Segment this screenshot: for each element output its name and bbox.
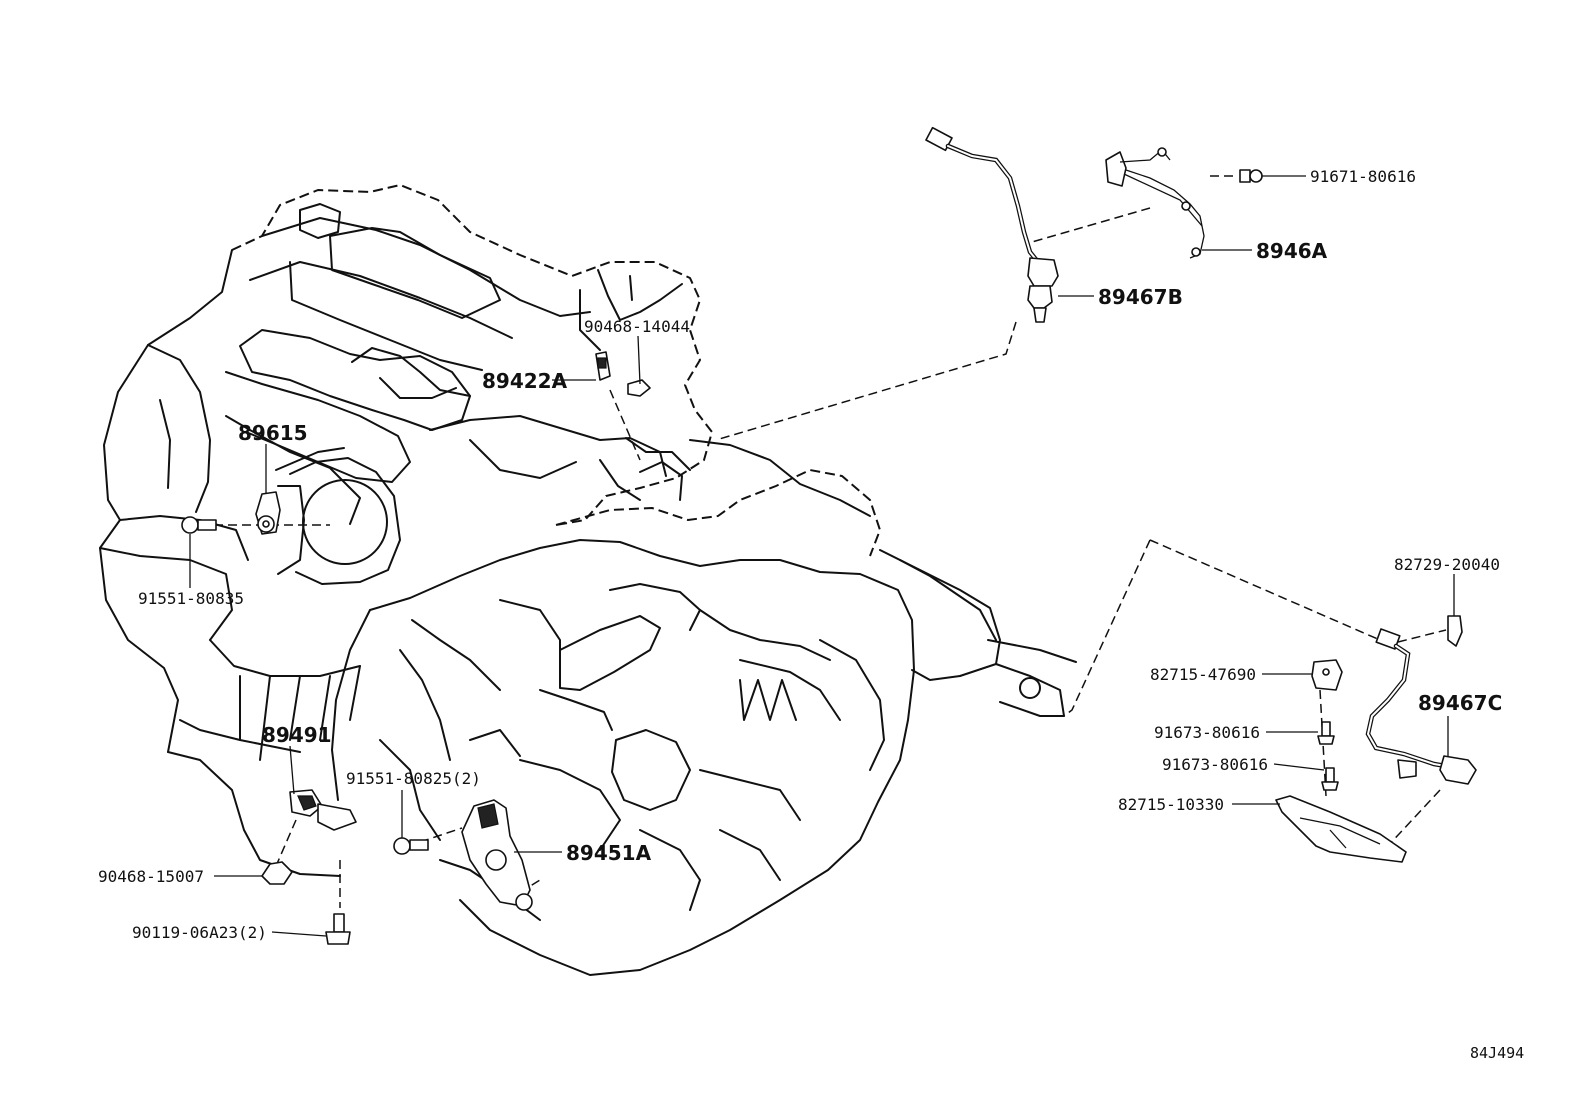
label-89467c: 89467C (1418, 691, 1502, 715)
knock-sensor-89615 (255, 491, 281, 535)
bolt-91551-80825 (393, 837, 429, 855)
protector-82715-10330 (1275, 795, 1407, 863)
label-89467b: 89467B (1098, 285, 1183, 309)
speed-sensor-89491 (289, 789, 357, 831)
bolt-90119-06a23 (325, 913, 351, 945)
bolt-91673-80616-b (1321, 767, 1339, 791)
label-91673-80616-upper: 91673-80616 (1154, 723, 1260, 742)
label-89615: 89615 (238, 421, 308, 445)
label-8946a: 8946A (1256, 239, 1328, 263)
clamp-82729-20040 (1447, 615, 1463, 647)
label-82729-20040: 82729-20040 (1394, 555, 1500, 574)
label-82715-47690: 82715-47690 (1150, 665, 1256, 684)
neutral-switch-89451a (461, 799, 533, 911)
bracket-82715-47690 (1311, 659, 1343, 691)
bolt-91673-80616-a (1317, 721, 1335, 745)
clip-90468-14044 (627, 379, 651, 397)
label-91551-80825: 91551-80825(2) (346, 769, 481, 788)
label-89422a: 89422A (482, 369, 568, 393)
label-82715-10330: 82715-10330 (1118, 795, 1224, 814)
label-90468-15007: 90468-15007 (98, 867, 204, 886)
callout-labels: 91671-80616 8946A 89467B 90468-14044 894… (98, 167, 1502, 942)
bolt-91671-80616 (1239, 169, 1263, 183)
oxygen-sensor-89467b (925, 126, 1059, 323)
bolt-91551-80835 (181, 516, 217, 534)
label-91551-80835: 91551-80835 (138, 589, 244, 608)
diagram-reference-code: 84J494 (1470, 1044, 1524, 1062)
label-90468-14044: 90468-14044 (584, 317, 690, 336)
parts (181, 126, 1477, 945)
label-89491: 89491 (262, 723, 332, 747)
label-91673-80616-lower: 91673-80616 (1162, 755, 1268, 774)
label-90119-06a23: 90119-06A23(2) (132, 923, 267, 942)
leader-lines (189, 175, 1455, 937)
clamp-90468-15007 (261, 861, 293, 885)
temperature-sensor-89422a (595, 351, 611, 381)
label-91671-80616: 91671-80616 (1310, 167, 1416, 186)
sensor-bracket-8946a (1105, 147, 1205, 259)
oxygen-sensor-89467c (1365, 628, 1477, 785)
label-89451a: 89451A (566, 841, 652, 865)
